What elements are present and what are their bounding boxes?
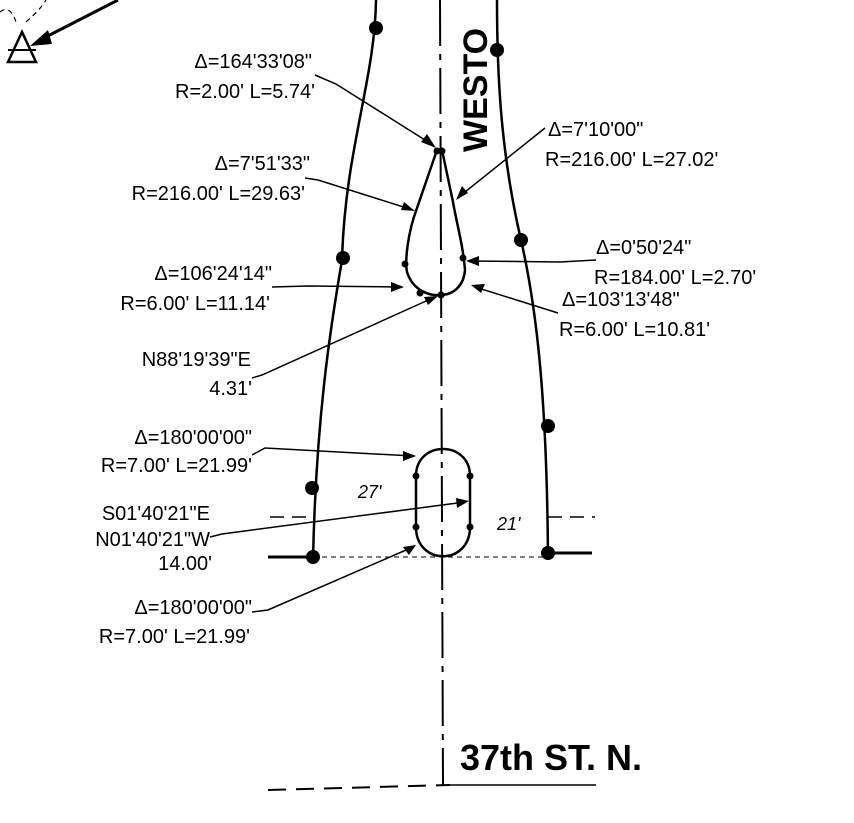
bearing-2-distance: 14.00' [158,553,212,575]
street-name-37th: 37th ST. N. [460,737,642,778]
curve-6-radius-length: R=6.00' L=10.81' [559,319,710,341]
leader-arrow [30,0,119,46]
curve-4-delta: Δ=0'50'24" [596,237,691,259]
curve-6-delta: Δ=103'13'48" [562,289,680,311]
curve-7-radius-length: R=7.00' L=21.99' [101,455,252,477]
curve-4-radius-length: R=184.00' L=2.70' [594,267,756,289]
bearing-2a: S01'40'21"E [102,503,210,525]
curve-1-delta: Δ=164'33'08" [194,51,312,73]
survey-monument-icon [0,0,47,64]
curve-2-delta: Δ=7'10'00" [548,119,643,141]
curve-3-radius-length: R=216.00' L=29.63' [132,183,305,205]
row-line-right [495,0,550,561]
dimension-right: 21' [496,514,521,534]
centerline [439,0,444,786]
curve-3-delta: Δ=7'51'33" [215,153,310,175]
bearing-2b: N01'40'21"W [95,529,210,551]
curve-8-radius-length: R=7.00' L=21.99' [99,626,250,648]
curve-1-radius-length: R=2.00' L=5.74' [175,81,315,103]
curve-5-radius-length: R=6.00' L=11.14' [120,293,270,315]
leader-arrowheads [391,134,485,555]
curve-7-delta: Δ=180'00'00" [134,427,252,449]
monuments-large [305,21,555,564]
median-island-north [405,148,467,297]
leader-lines [209,74,597,613]
curve-5-delta: Δ=106'24'14" [154,263,272,285]
bearing-1: N88'19'39"E [142,349,251,371]
dashed-line-lower [267,784,451,791]
curve-8-delta: Δ=180'00'00" [134,597,252,619]
row-line-left [311,0,378,561]
monuments-small [401,147,474,531]
bearing-1-distance: 4.31' [209,378,252,400]
street-name-weston: WESTO [457,28,495,152]
dimension-left: 27' [357,482,382,502]
curve-2-radius-length: R=216.00' L=27.02' [545,149,718,171]
